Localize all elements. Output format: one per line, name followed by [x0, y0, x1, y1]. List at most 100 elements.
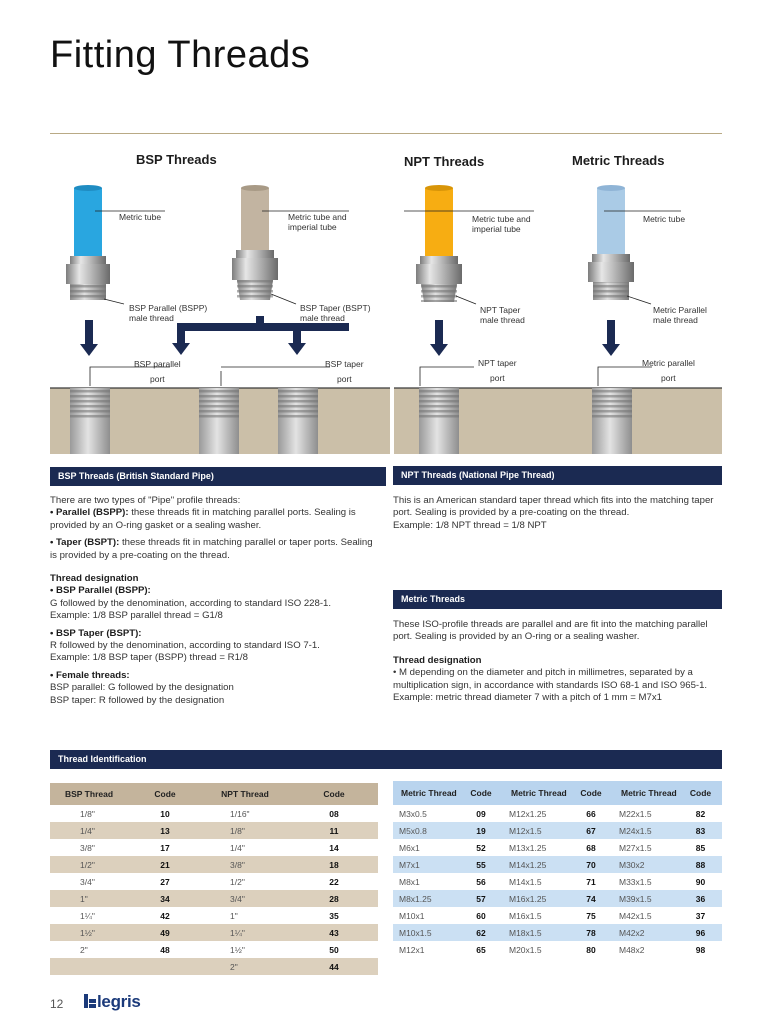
- metric-thread-cell: M16x1.25: [503, 890, 569, 907]
- label-npt-port-a: NPT taper: [478, 358, 517, 368]
- code-cell: 13: [130, 822, 200, 839]
- thread-size-cell: 1/8": [200, 822, 290, 839]
- metric-thread-cell: M10x1: [399, 910, 425, 921]
- metric-thread-cell: M3x0.5: [399, 808, 427, 819]
- code-cell: 56: [476, 876, 486, 887]
- code-cell: 70: [569, 856, 613, 873]
- metric-thread-cell: M13x1.25: [509, 842, 547, 853]
- metric-thread-cell: M7x1: [393, 856, 459, 873]
- bspt-text-2: Example: 1/8 BSP taper (BSPP) thread = R…: [50, 652, 248, 664]
- npt-threads-heading: NPT Threads: [404, 154, 485, 169]
- metric-thread-cell: M14x1.5: [509, 876, 542, 887]
- code-cell: 28: [290, 890, 378, 907]
- legris-logo: legris: [84, 992, 141, 1012]
- code-cell: 34: [130, 890, 200, 907]
- title-divider: [50, 133, 722, 134]
- code-cell: 67: [569, 822, 613, 839]
- label-bsp-parallel-port-b: port: [150, 374, 165, 384]
- bspp-text-2: Example: 1/8 BSP parallel thread = G1/8: [50, 610, 223, 622]
- code-cell: 80: [586, 944, 596, 955]
- code-cell: 08: [329, 808, 339, 819]
- insertion-arrows: [80, 316, 620, 356]
- code-cell: 74: [569, 890, 613, 907]
- label-npt-port-b: port: [490, 373, 505, 383]
- metric-thread-cell: M18x1.5: [503, 924, 569, 941]
- label-metric-tube-1: Metric tube: [119, 212, 162, 222]
- label-bsp-taper-port-b: port: [337, 374, 352, 384]
- metric-thread-cell: M48x2: [619, 944, 645, 955]
- code-cell: 19: [459, 822, 503, 839]
- thread-size-cell: 1/8": [80, 808, 95, 819]
- code-cell: 75: [586, 910, 596, 921]
- npt-fitting: [416, 256, 462, 302]
- metric-thread-cell: M33x1.5: [619, 876, 652, 887]
- col-npt-code: Code: [290, 783, 378, 805]
- metric-thread-cell: M12x1: [399, 944, 425, 955]
- code-cell: 60: [476, 910, 486, 921]
- code-cell: 65: [476, 944, 486, 955]
- metric-designation-heading: Thread designation: [393, 654, 482, 666]
- metric-thread-cell: M39x1.5: [613, 890, 679, 907]
- metric-thread-cell: M10x1.5: [393, 924, 459, 941]
- metric-text-1: These ISO-profile threads are parallel a…: [393, 619, 708, 643]
- thread-size-cell: [50, 958, 130, 975]
- female-label: • Female threads:: [50, 669, 130, 681]
- label-bspt-male: BSP Taper (BSPT) male thread: [300, 303, 371, 323]
- code-cell: 90: [695, 876, 706, 887]
- metric-thread-cell: M30x2: [613, 856, 679, 873]
- bsp-description: There are two types of "Pipe" profile th…: [50, 495, 380, 707]
- code-cell: 88: [679, 856, 722, 873]
- metric-text-3: Example: metric thread diameter 7 with a…: [393, 692, 662, 704]
- code-cell: 22: [329, 876, 339, 887]
- code-cell: 52: [476, 842, 486, 853]
- metric-threads-heading: Metric Threads: [572, 153, 665, 168]
- thread-size-cell: 3/4": [80, 876, 95, 887]
- thread-size-cell: 1½": [230, 944, 245, 955]
- code-cell: 37: [695, 910, 706, 921]
- metric-thread-cell: M22x1.5: [619, 808, 652, 819]
- label-metric-tube-2: Metric tube: [643, 214, 686, 224]
- thread-size-cell: 2": [200, 958, 290, 975]
- legris-logo-text: legris: [97, 992, 141, 1011]
- metric-fitting: [588, 254, 634, 300]
- thread-size-cell: 1": [230, 910, 238, 921]
- metric-text-2: • M depending on the diameter and pitch …: [393, 667, 708, 691]
- thread-size-cell: 1½": [50, 924, 130, 941]
- code-cell: 43: [290, 924, 378, 941]
- code-cell: 78: [569, 924, 613, 941]
- metric-thread-cell: M6x1: [399, 842, 420, 853]
- label-metric-port-b: port: [661, 373, 676, 383]
- metric-thread-cell: M42x1.5: [619, 910, 652, 921]
- col-metric-thread-2: Metric Thread: [503, 781, 569, 805]
- code-cell: [130, 958, 200, 975]
- port-leader-lines: [89, 366, 652, 386]
- bsp-designation-heading: Thread designation: [50, 573, 139, 585]
- col-bsp-thread: BSP Thread: [50, 783, 130, 805]
- legris-logo-mark: [84, 994, 96, 1008]
- npt-description: This is an American standard taper threa…: [393, 495, 715, 532]
- thread-size-cell: 2": [80, 944, 88, 955]
- page-title: Fitting Threads: [50, 34, 311, 76]
- label-metric-imperial-2: Metric tube and imperial tube: [472, 214, 531, 234]
- bsp-table-header: BSP Thread Code NPT Thread Code: [50, 783, 378, 805]
- code-cell: 42: [160, 910, 170, 921]
- metric-thread-cell: M14x1.25: [503, 856, 569, 873]
- metric-thread-cell: M42x2: [613, 924, 679, 941]
- thread-size-cell: 1/4": [230, 842, 245, 853]
- code-cell: 66: [586, 808, 596, 819]
- npt-orange-tube: [425, 185, 453, 260]
- code-cell: 62: [459, 924, 503, 941]
- code-cell: 48: [160, 944, 170, 955]
- bsp-parallel-item: • Parallel (BSPP): these threads fit in …: [50, 507, 356, 531]
- page-number: 12: [50, 997, 64, 1011]
- npt-text-1: This is an American standard taper threa…: [393, 495, 714, 519]
